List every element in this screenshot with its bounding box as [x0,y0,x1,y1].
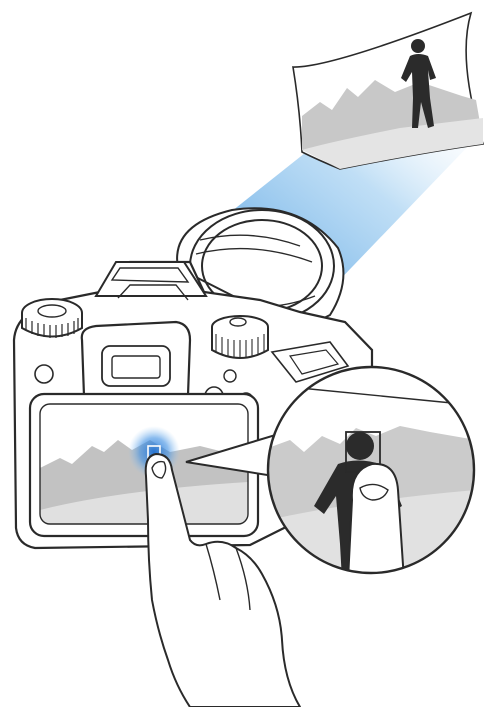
command-dial [212,316,268,359]
mode-dial [22,299,82,338]
magnifier-callout-icon [268,367,476,580]
printed-photo-icon [293,13,483,169]
